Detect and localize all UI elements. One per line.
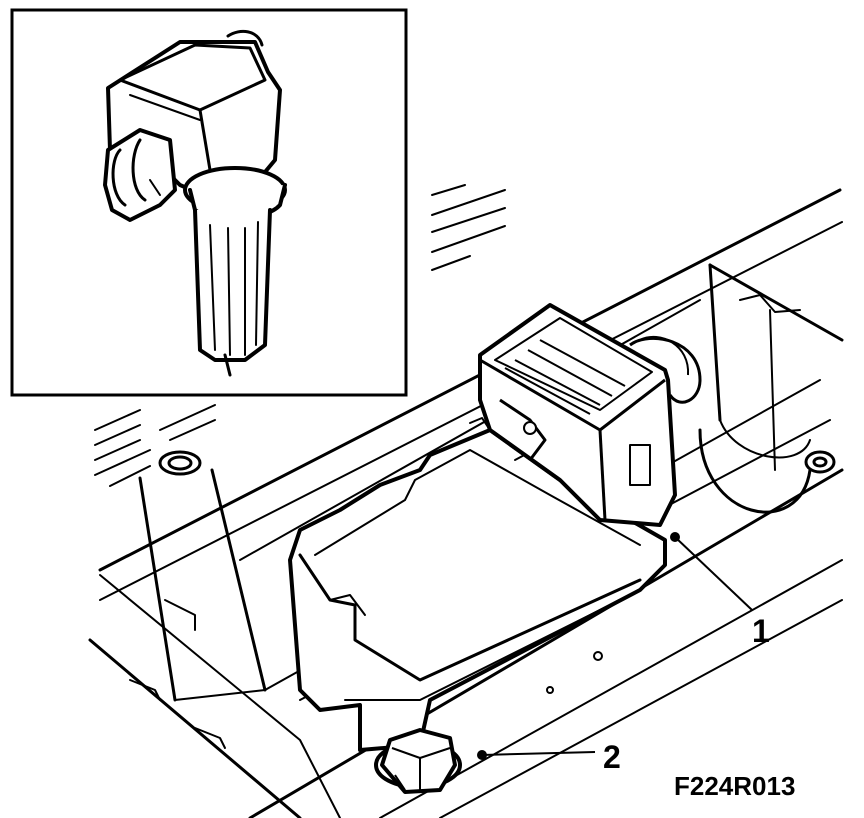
mounting-bolt bbox=[374, 728, 462, 794]
ignition-module bbox=[288, 417, 667, 752]
callout-leaders bbox=[477, 532, 753, 760]
callout-label-2: 2 bbox=[603, 739, 621, 775]
coil-inset bbox=[10, 8, 408, 397]
callout-label-1: 1 bbox=[752, 613, 770, 649]
callout-dot-2 bbox=[477, 750, 487, 760]
module-connector bbox=[478, 303, 702, 527]
shading-hatches bbox=[94, 184, 506, 487]
callout-dot-1 bbox=[670, 532, 680, 542]
ignition-coil-icon bbox=[103, 29, 287, 377]
figure-code: F224R013 bbox=[674, 771, 795, 801]
